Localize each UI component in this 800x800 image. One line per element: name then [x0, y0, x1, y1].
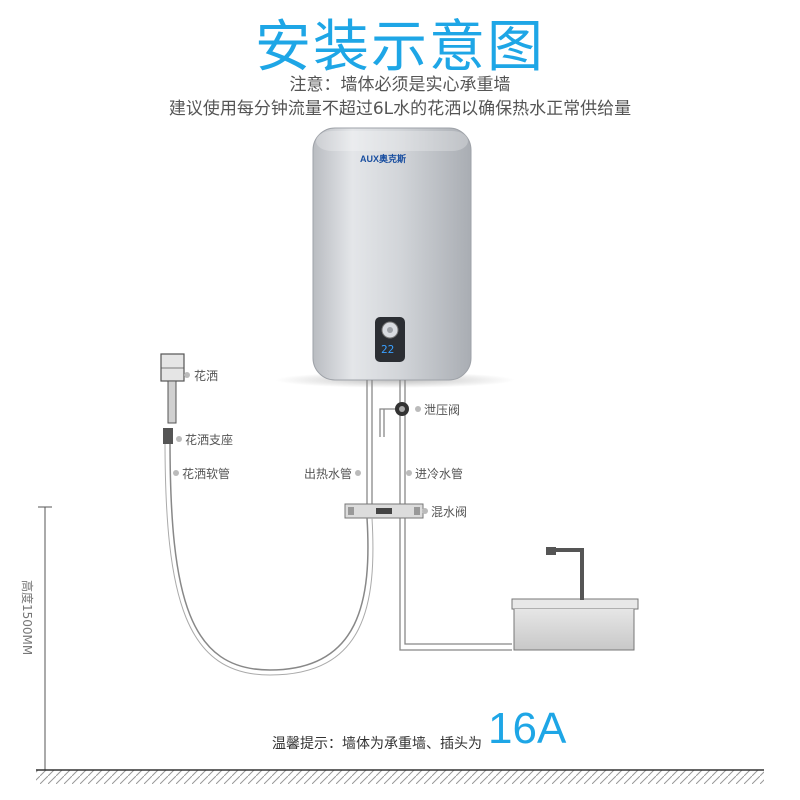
wall-note: 注意：墙体必须是实心承重墙 [289, 75, 511, 95]
label-hot-outlet: 出热水管 [304, 467, 353, 481]
tip-amperage: 16A [488, 704, 567, 753]
label-dots [173, 372, 428, 514]
shower-hose [169, 439, 369, 671]
label-shower-holder: 花洒支座 [185, 433, 234, 447]
label-mixing-valve: 混水阀 [431, 505, 468, 519]
heater-brand: AUX奥克斯 [360, 154, 407, 164]
diagram-title: 安装示意图 [255, 15, 545, 80]
sink-icon [511, 547, 639, 651]
shower-holder-icon [163, 428, 173, 444]
label-cold-inlet: 进冷水管 [415, 467, 464, 481]
pressure-valve-icon [395, 402, 409, 416]
heater-display: 22 [381, 343, 395, 356]
label-shower-head: 花洒 [194, 369, 219, 383]
label-shower-hose: 花洒软管 [182, 467, 231, 481]
shower-head-icon [160, 353, 185, 424]
floor-hatch [36, 770, 764, 784]
height-dimension [38, 506, 52, 770]
label-pressure-valve: 泄压阀 [424, 403, 461, 417]
flow-note: 建议使用每分钟流量不超过6L水的花洒以确保热水正常供给量 [168, 99, 632, 119]
tip-text: 温馨提示：墙体为承重墙、插头为 [272, 736, 482, 752]
mixing-valve-icon [344, 503, 424, 519]
water-heater [312, 127, 472, 381]
pipes [366, 380, 512, 651]
label-height: 高度1500MM [20, 580, 34, 656]
